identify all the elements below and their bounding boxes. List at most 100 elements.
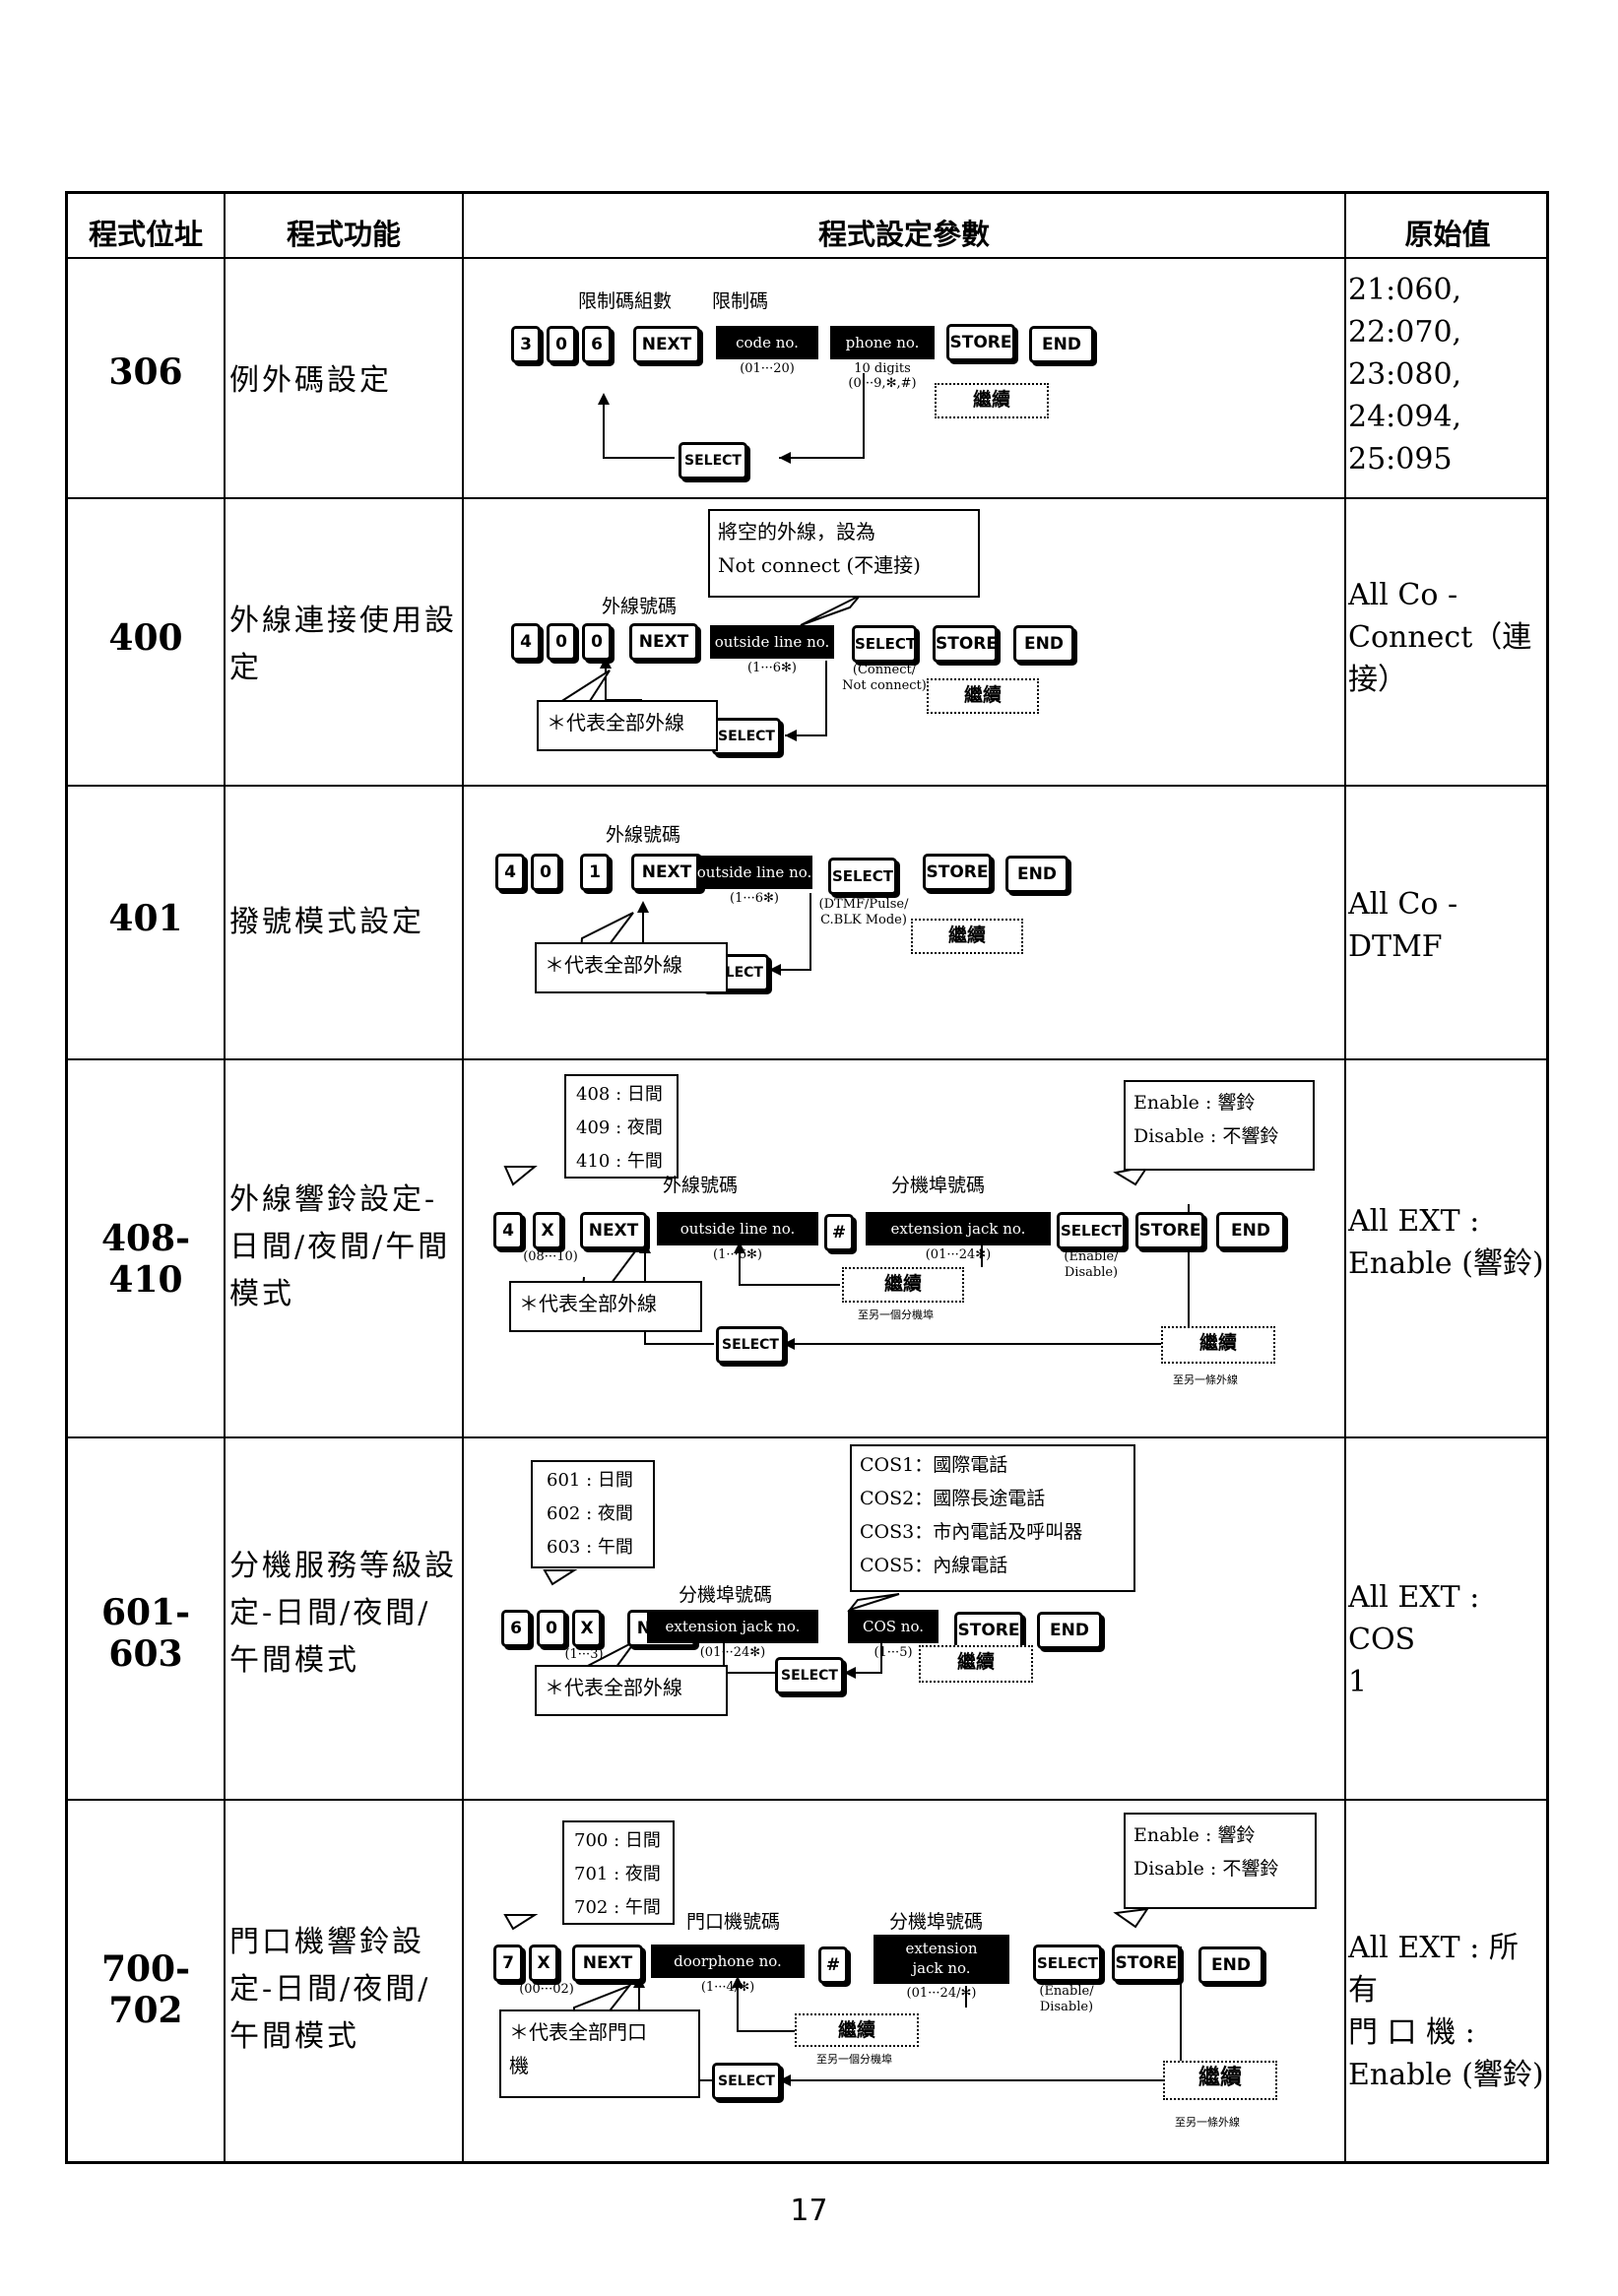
range-note: (01···24✻) bbox=[699, 1645, 766, 1660]
digit-key[interactable]: 4 bbox=[495, 854, 525, 891]
header-address: 程式位址 bbox=[88, 218, 203, 251]
end-key[interactable]: END bbox=[1013, 625, 1074, 663]
mode-key[interactable]: X bbox=[529, 1945, 558, 1982]
option-note: (Connect/ bbox=[852, 663, 917, 677]
select-key[interactable]: SELECT bbox=[852, 625, 917, 663]
hash-key[interactable]: # bbox=[818, 1946, 848, 1984]
extension-jack-field[interactable]: extension jack no. bbox=[866, 1212, 1051, 1245]
store-key[interactable]: STORE bbox=[923, 854, 992, 891]
row-address: 401 bbox=[108, 898, 183, 939]
outside-line-field[interactable]: outside line no. bbox=[657, 1212, 818, 1245]
continue-box: 繼續 bbox=[795, 2013, 919, 2047]
mode-line: 409 : 夜間 bbox=[576, 1117, 663, 1138]
extension-jack-field[interactable]: extension jack no. bbox=[874, 1935, 1009, 1984]
end-key[interactable]: END bbox=[1037, 1612, 1102, 1649]
next-key[interactable]: NEXT bbox=[629, 623, 698, 661]
select-key[interactable]: SELECT bbox=[716, 1326, 785, 1364]
digit-key[interactable]: 4 bbox=[493, 1212, 523, 1249]
field-line: extension bbox=[905, 1940, 978, 1957]
row-function: 例外碼設定 bbox=[229, 363, 392, 398]
row-function: 分機服務等級設定-日間/夜間/午間模式 bbox=[229, 1549, 457, 1678]
header-function: 程式功能 bbox=[286, 218, 401, 251]
note-callout: ＊代表全部外線 bbox=[535, 1665, 728, 1716]
digit-key[interactable]: 0 bbox=[547, 623, 576, 661]
digit-key[interactable]: 0 bbox=[531, 854, 560, 891]
digit-key[interactable]: 3 bbox=[511, 326, 541, 363]
range-note: (1···6✻) bbox=[730, 891, 779, 906]
default-line: All EXT : COS bbox=[1348, 1580, 1480, 1657]
continue-box: 繼續 bbox=[1163, 2061, 1277, 2100]
digit-key[interactable]: 6 bbox=[582, 326, 612, 363]
note-callout: ＊代表全部外線 bbox=[535, 942, 728, 993]
default-line: 22:070, bbox=[1348, 315, 1462, 350]
select-key[interactable]: SELECT bbox=[775, 1657, 844, 1694]
next-key[interactable]: NEXT bbox=[633, 326, 700, 363]
next-key[interactable]: NEXT bbox=[631, 854, 702, 891]
range-note: (1···5) bbox=[874, 1645, 913, 1660]
row-address: 700-702 bbox=[100, 1948, 191, 2031]
range-note: (1···3) bbox=[564, 1647, 604, 1662]
digit-key[interactable]: 0 bbox=[582, 623, 612, 661]
flow-diagram: 601 : 日間 602 : 夜間 603 : 午間 COS1：國際電話 COS… bbox=[466, 1436, 1340, 1799]
row-address: 408-410 bbox=[100, 1218, 191, 1301]
mode-line: 702 : 午間 bbox=[574, 1897, 661, 1918]
mode-line: 701 : 夜間 bbox=[574, 1864, 661, 1884]
flow-connectors bbox=[598, 373, 865, 464]
end-key[interactable]: END bbox=[1005, 856, 1068, 893]
cos-no-field[interactable]: COS no. bbox=[848, 1610, 938, 1643]
end-key[interactable]: END bbox=[1198, 1946, 1263, 1984]
store-key[interactable]: STORE bbox=[954, 1612, 1023, 1649]
digit-key[interactable]: 6 bbox=[501, 1610, 531, 1647]
default-line: 25:095 bbox=[1348, 442, 1453, 477]
row-default: All Co - Connect（連 接） bbox=[1348, 574, 1545, 701]
range-note: (01···24/✻) bbox=[906, 1986, 977, 2001]
digit-key[interactable]: 4 bbox=[511, 623, 541, 661]
store-key[interactable]: STORE bbox=[1112, 1945, 1181, 1982]
store-key[interactable]: STORE bbox=[933, 625, 998, 663]
row-default: All EXT : Enable (響鈴) bbox=[1348, 1200, 1545, 1285]
mode-key[interactable]: X bbox=[533, 1212, 562, 1249]
next-key[interactable]: NEXT bbox=[580, 1212, 647, 1249]
option-note: Not connect) bbox=[842, 678, 927, 693]
digit-key[interactable]: 0 bbox=[547, 326, 576, 363]
row-default: 21:060, 22:070, 23:080, 24:094, 25:095 bbox=[1348, 269, 1545, 480]
select-key[interactable]: SELECT bbox=[1057, 1212, 1126, 1249]
phone-no-field[interactable]: phone no. bbox=[830, 326, 935, 359]
default-line: 24:094, bbox=[1348, 400, 1462, 434]
extension-jack-field[interactable]: extension jack no. bbox=[647, 1610, 818, 1643]
flow-diagram: 外線號碼 4 0 1 NEXT outside line no. (1···6✻… bbox=[466, 785, 1340, 1058]
header-default: 原始值 bbox=[1404, 218, 1491, 251]
end-key[interactable]: END bbox=[1029, 326, 1094, 363]
hash-key[interactable]: # bbox=[824, 1214, 854, 1251]
continue-box: 繼續 bbox=[1161, 1326, 1275, 1364]
end-key[interactable]: END bbox=[1216, 1212, 1285, 1249]
note-line: Enable : 響鈴 bbox=[1133, 1092, 1256, 1114]
note-callout: 將空的外線，設為 Not connect (不連接) bbox=[708, 509, 980, 598]
code-no-field[interactable]: code no. bbox=[716, 326, 818, 359]
default-line: All EXT : 所有 bbox=[1348, 1931, 1519, 2008]
digit-key[interactable]: 0 bbox=[537, 1610, 566, 1647]
store-key[interactable]: STORE bbox=[1135, 1212, 1204, 1249]
row-address: 601-603 bbox=[100, 1592, 191, 1675]
range-note: 10 digits bbox=[854, 361, 911, 376]
next-key[interactable]: NEXT bbox=[572, 1945, 643, 1982]
digit-key[interactable]: 7 bbox=[493, 1945, 523, 1982]
store-key[interactable]: STORE bbox=[946, 324, 1015, 361]
note-line: COS2：國際長途電話 bbox=[860, 1488, 1046, 1509]
select-key[interactable]: SELECT bbox=[1033, 1945, 1102, 1982]
mode-callout: 601 : 日間 602 : 夜間 603 : 午間 bbox=[531, 1460, 655, 1568]
select-key[interactable]: SELECT bbox=[712, 2063, 781, 2100]
mode-key[interactable]: X bbox=[572, 1610, 602, 1647]
note-callout: ＊代表全部外線 bbox=[537, 700, 718, 751]
outside-line-field[interactable]: outside line no. bbox=[710, 625, 834, 659]
select-key[interactable]: SELECT bbox=[712, 718, 781, 755]
digit-key[interactable]: 1 bbox=[580, 854, 610, 891]
default-line: 1 bbox=[1348, 1665, 1368, 1699]
row-divider bbox=[68, 257, 1546, 259]
select-key[interactable]: SELECT bbox=[679, 442, 747, 479]
continue-note: 至另一個分機埠 bbox=[858, 1308, 934, 1321]
param-label: 分機埠號碼 bbox=[679, 1584, 773, 1606]
outside-line-field[interactable]: outside line no. bbox=[696, 856, 812, 889]
select-key[interactable]: SELECT bbox=[828, 858, 897, 895]
doorphone-field[interactable]: doorphone no. bbox=[651, 1945, 805, 1978]
